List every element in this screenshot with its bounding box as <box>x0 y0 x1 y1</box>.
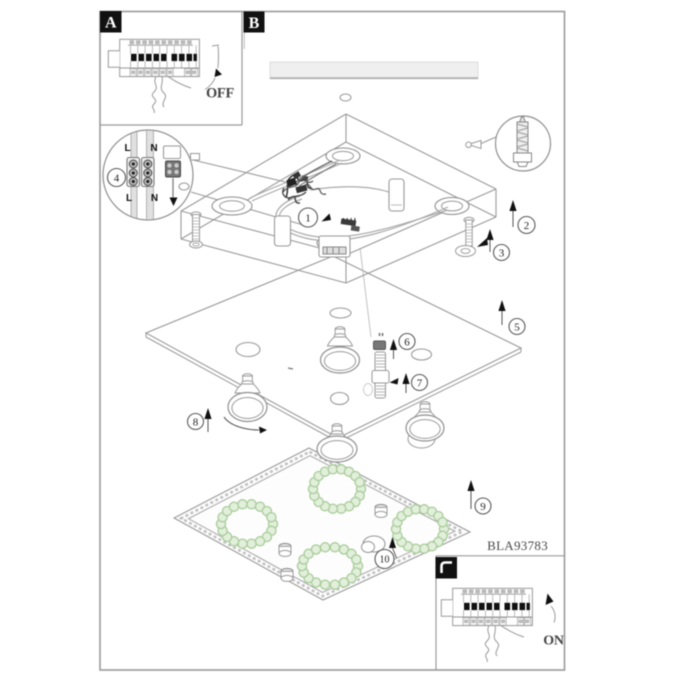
svg-text:8: 8 <box>193 416 199 428</box>
svg-text:7: 7 <box>417 377 423 389</box>
svg-text:ON: ON <box>543 634 564 649</box>
svg-text:OFF: OFF <box>206 86 235 102</box>
svg-text:BLA93783: BLA93783 <box>487 538 548 553</box>
svg-text:4: 4 <box>114 172 120 184</box>
svg-text:2: 2 <box>524 220 530 232</box>
svg-text:N: N <box>150 143 157 154</box>
svg-text:10: 10 <box>380 554 390 565</box>
svg-text:6: 6 <box>404 336 410 348</box>
svg-text:1: 1 <box>305 212 311 224</box>
svg-text:A: A <box>105 15 117 32</box>
svg-text:L: L <box>126 193 132 204</box>
svg-text:9: 9 <box>480 501 486 513</box>
svg-text:N: N <box>151 193 158 204</box>
svg-text:5: 5 <box>514 321 520 333</box>
svg-text:L: L <box>124 143 130 154</box>
svg-text:3: 3 <box>499 247 505 259</box>
svg-text:B: B <box>249 15 260 32</box>
